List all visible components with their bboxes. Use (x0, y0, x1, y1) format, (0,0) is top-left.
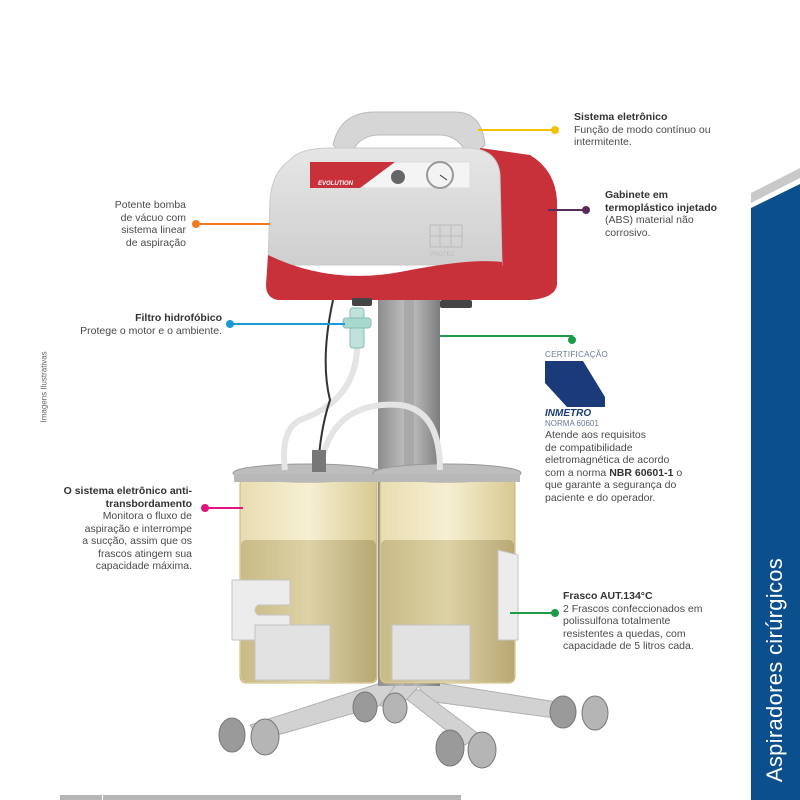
callout-text: Função de modo contínuo ou (574, 123, 711, 136)
callout-line-cert (440, 335, 573, 337)
callout-text: que garante a segurança do (545, 479, 677, 491)
callout-dot-filtro (226, 320, 234, 328)
callout-text: intermitente. (574, 136, 632, 148)
callout-text: capacidade de 5 litros cada. (563, 640, 694, 652)
callout-sistema-eletronico: Sistema eletrônico Função de modo contín… (574, 111, 711, 149)
callout-text: Potente bomba (114, 199, 186, 211)
callout-text: de compatibilidade (545, 441, 633, 454)
callout-text: com a norma (545, 466, 610, 479)
callout-text: corrosivo. (605, 226, 651, 239)
callout-dot-sistema (551, 126, 559, 134)
callout-anti-transbordamento: O sistema eletrônico anti- transbordamen… (40, 485, 192, 573)
callout-text: de aspiração (125, 236, 186, 249)
aspirator-body: EVOLUTION PROTEC (266, 111, 557, 308)
callout-text: a sucção, assim que os (82, 535, 192, 547)
callout-dot-frasco (551, 609, 559, 617)
cert-norma: NORMA 60601 (545, 419, 599, 428)
callout-text: Protege o motor e o ambiente. (80, 324, 222, 337)
callout-text: de vácuo com (120, 211, 186, 224)
callout-line-bomba (196, 223, 270, 225)
callout-dot-anti (201, 504, 209, 512)
callout-text: Monitora o fluxo de (102, 510, 192, 522)
hydrophobic-filter (342, 307, 372, 349)
cert-label: CERTIFICAÇÃO (545, 350, 609, 359)
callout-title: transbordamento (105, 497, 192, 510)
callout-frasco: Frasco AUT.134°C 2 Frascos confeccionado… (563, 590, 702, 653)
callout-text: (ABS) material não (605, 214, 694, 226)
table-header-strip (103, 795, 461, 800)
callout-line-sistema (478, 129, 556, 131)
callout-bomba: Potente bomba de vácuo com sistema linea… (86, 199, 186, 249)
callout-text: paciente e do operador. (545, 491, 656, 504)
table-header-strip (60, 795, 102, 800)
callout-line-filtro (230, 323, 345, 325)
callout-text: 2 Frascos confeccionados em (563, 602, 703, 615)
jar-holder (231, 549, 519, 681)
callout-text: frascos atingem sua (98, 547, 192, 560)
base (249, 679, 576, 746)
callout-dot-cert (568, 336, 576, 344)
callout-title: Gabinete em (605, 189, 669, 201)
model-logo: EVOLUTION (318, 181, 354, 187)
callout-line-gabinete (548, 209, 586, 211)
callout-dot-gabinete (582, 206, 590, 214)
brand-mark: PROTEC (430, 252, 456, 258)
callout-filtro: Filtro hidrofóbico Protege o motor e o a… (42, 312, 222, 337)
callout-title: Frasco AUT.134°C (563, 590, 653, 602)
callout-title: Sistema eletrônico (574, 111, 668, 123)
callout-text: Atende aos requisitos (545, 429, 646, 441)
callout-text: polissulfona totalmente (563, 615, 671, 627)
callout-title: termoplástico injetado (605, 201, 718, 214)
wheels (218, 691, 609, 769)
cert-brand: INMETRO (545, 408, 592, 419)
norm-reference: NBR 60601-1 (609, 466, 674, 479)
callout-text: sistema linear (121, 224, 186, 236)
callout-text: o (673, 466, 683, 479)
callout-title: O sistema eletrônico anti- (63, 485, 192, 497)
callout-text: aspiração e interrompe (84, 522, 192, 535)
callout-line-frasco (510, 612, 555, 614)
callout-text: resistentes a quedas, com (563, 627, 686, 640)
callout-certificacao: Atende aos requisitos de compatibilidade… (545, 429, 720, 504)
callout-dot-bomba (192, 220, 200, 228)
callout-title: Filtro hidrofóbico (135, 312, 222, 324)
callout-text: capacidade máxima. (95, 560, 192, 572)
callout-gabinete: Gabinete em termoplástico injetado (ABS)… (605, 189, 717, 239)
inmetro-certification: CERTIFICAÇÃO INMETRO NORMA 60601 Atende … (545, 350, 720, 504)
callout-text: eletromagnética de acordo (545, 454, 670, 466)
inmetro-logo-icon (545, 361, 605, 407)
callout-line-anti (205, 507, 243, 509)
